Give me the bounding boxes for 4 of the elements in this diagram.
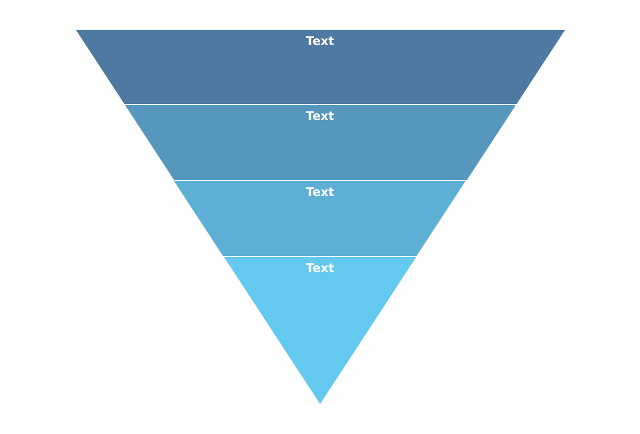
segment-label: Text (306, 185, 334, 199)
segment-label: Text (306, 109, 334, 123)
segment-label: Text (306, 34, 334, 48)
segment-label: Text (306, 261, 334, 275)
